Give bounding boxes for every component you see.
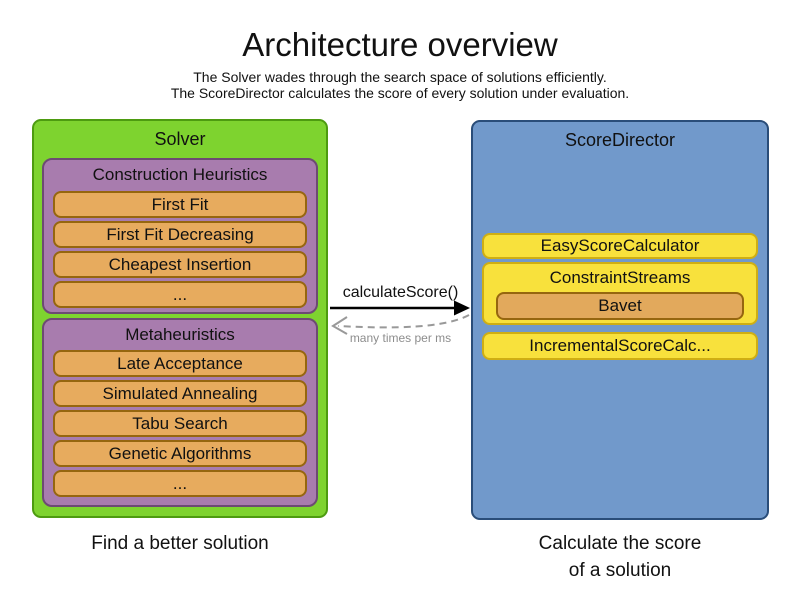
calculate-score-arrow <box>330 300 470 316</box>
algorithm-item-ellipsis: ... <box>53 470 307 497</box>
algorithm-item: Cheapest Insertion <box>53 251 307 278</box>
algorithm-item: Late Acceptance <box>53 350 307 377</box>
calculator-items: EasyScoreCalculator ConstraintStreams Ba… <box>482 233 758 360</box>
easy-score-calculator-item: EasyScoreCalculator <box>482 233 758 259</box>
solver-box: Solver Construction Heuristics First Fit… <box>32 119 328 518</box>
solver-title: Solver <box>154 129 206 149</box>
scoredirector-caption-line-1: Calculate the score <box>538 533 702 554</box>
page-title: Architecture overview <box>242 26 558 63</box>
algorithm-item-ellipsis: ... <box>53 281 307 308</box>
incremental-score-calculator-item: IncrementalScoreCalc... <box>482 332 758 360</box>
constraint-streams-item: ConstraintStreams Bavet <box>482 262 758 325</box>
subtitle-line-1: The Solver wades through the search spac… <box>193 69 607 85</box>
algorithm-item: First Fit Decreasing <box>53 221 307 248</box>
construction-heuristics-items: First Fit First Fit Decreasing Cheapest … <box>53 191 307 308</box>
scoredirector-caption-line-2: of a solution <box>568 560 672 581</box>
many-times-label: many times per ms <box>349 331 452 345</box>
bavet-item: Bavet <box>496 292 744 320</box>
metaheuristics-title: Metaheuristics <box>125 325 235 344</box>
algorithm-item: Simulated Annealing <box>53 380 307 407</box>
algorithm-item: Tabu Search <box>53 410 307 437</box>
scoredirector-title: ScoreDirector <box>564 130 676 150</box>
subtitle-line-2: The ScoreDirector calculates the score o… <box>170 85 630 101</box>
solver-caption: Find a better solution <box>91 533 269 554</box>
algorithm-item: First Fit <box>53 191 307 218</box>
scoredirector-caption: Calculate the score of a solution <box>471 530 769 584</box>
algorithm-item: Genetic Algorithms <box>53 440 307 467</box>
construction-heuristics-title: Construction Heuristics <box>92 165 268 184</box>
metaheuristics-group: Metaheuristics Late Acceptance Simulated… <box>42 318 318 507</box>
calculate-score-label: calculateScore() <box>342 284 459 301</box>
constraint-streams-label: ConstraintStreams <box>549 268 691 287</box>
metaheuristics-items: Late Acceptance Simulated Annealing Tabu… <box>53 350 307 497</box>
construction-heuristics-group: Construction Heuristics First Fit First … <box>42 158 318 314</box>
scoredirector-box: ScoreDirector EasyScoreCalculator Constr… <box>471 120 769 520</box>
